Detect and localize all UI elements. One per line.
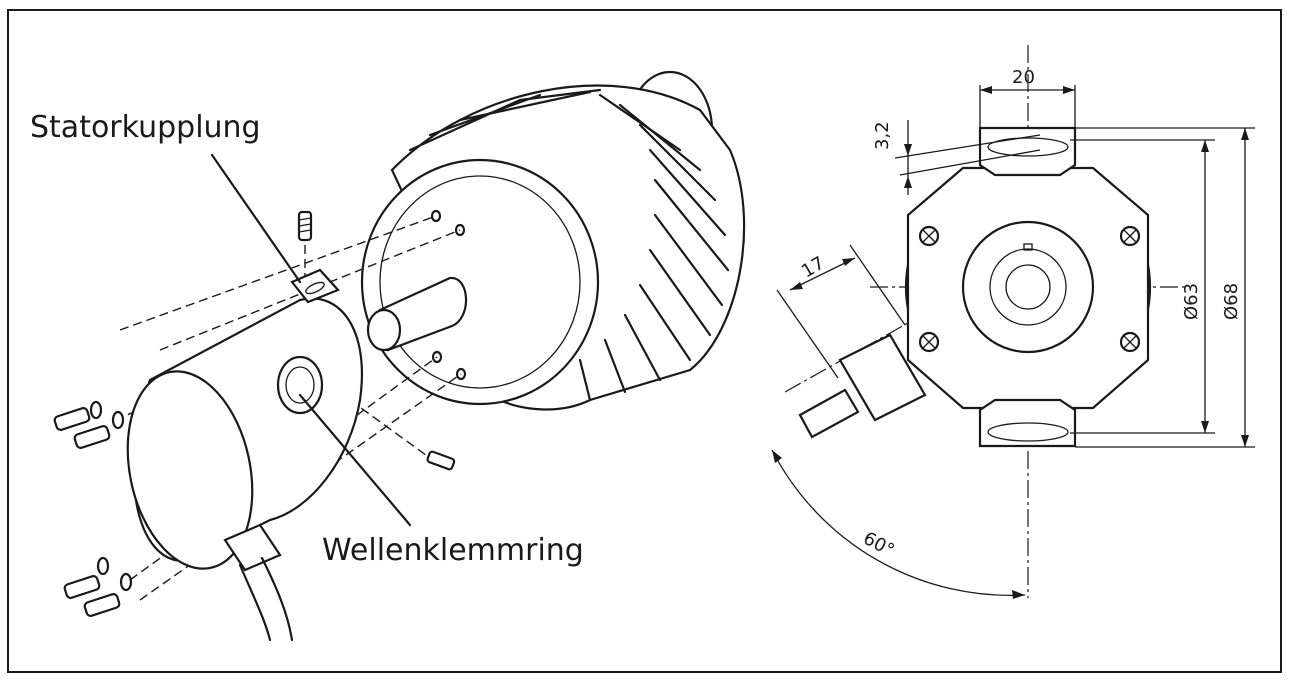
dim-d68-text: Ø68 (1221, 283, 1242, 320)
motor (360, 70, 746, 411)
label-wellenklemmring: Wellenklemmring (322, 533, 584, 568)
dim-60-text: 60° (860, 528, 898, 562)
dim-d63-text: Ø63 (1181, 283, 1202, 320)
cooling-fins (408, 88, 730, 402)
face-screws (918, 225, 1141, 353)
dimension-d63: Ø63 (1070, 139, 1215, 434)
encoder (126, 268, 363, 642)
leader-wellenklemmring (298, 393, 412, 527)
dimension-20: 20 (979, 67, 1076, 128)
dim-3-2-text: 3,2 (872, 121, 893, 150)
label-statorkupplung: Statorkupplung (30, 110, 261, 145)
leader-statorkupplung (210, 153, 302, 284)
screw-top (297, 210, 313, 242)
dimension-d68: Ø68 (1075, 127, 1255, 448)
dimension-3-2: 3,2 (872, 120, 1041, 195)
dimension-60deg: 60° (771, 449, 1026, 599)
front-view (784, 45, 1190, 598)
screws-left (53, 400, 456, 617)
dim-20-text: 20 (1012, 67, 1035, 88)
dim-17-text: 17 (798, 253, 828, 283)
